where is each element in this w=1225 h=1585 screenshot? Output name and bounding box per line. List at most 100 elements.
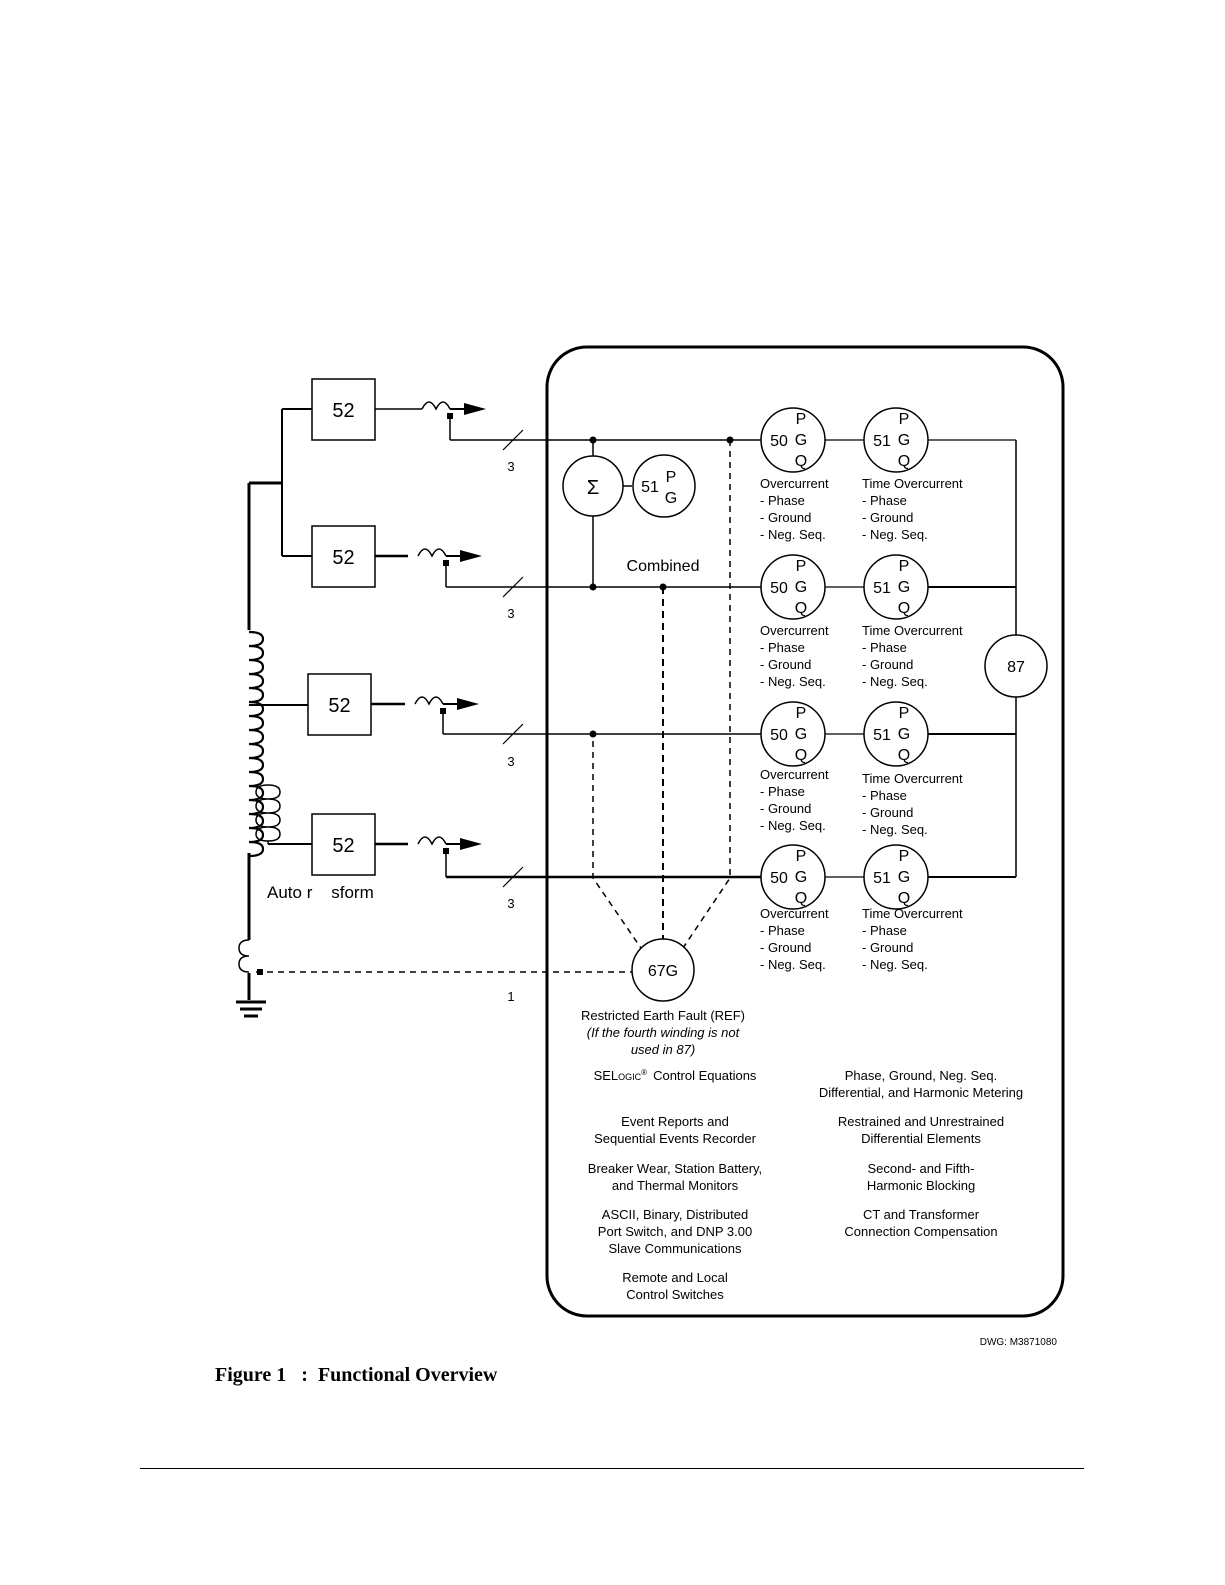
drawing-number: DWG: M3871080 xyxy=(980,1337,1058,1348)
relay-enclosure xyxy=(545,345,1065,1318)
time-overcurrent-label: - Ground xyxy=(862,510,913,525)
feature-text: Differential Elements xyxy=(861,1131,981,1146)
relay-50-circle xyxy=(760,554,826,620)
breaker-52-box xyxy=(311,525,376,588)
time-overcurrent-label: - Phase xyxy=(862,640,907,655)
overcurrent-label: Overcurrent xyxy=(760,767,829,782)
selogic-sel: SEL xyxy=(594,1068,619,1083)
breaker-52-label: 52 xyxy=(332,400,354,422)
junction-dot xyxy=(257,969,263,975)
overcurrent-label: Overcurrent xyxy=(760,476,829,491)
overcurrent-label: - Ground xyxy=(760,510,811,525)
relay-50-number: 50 xyxy=(770,580,788,597)
time-overcurrent-label: - Neg. Seq. xyxy=(862,527,928,542)
ct-icon xyxy=(417,836,447,846)
time-overcurrent-label: Time Overcurrent xyxy=(862,623,963,638)
feeder-arrow-icon xyxy=(464,403,486,415)
sum-element xyxy=(562,455,624,517)
relay-50-element: G xyxy=(795,726,807,743)
relay-51-element: P xyxy=(899,848,910,865)
relay-50-element: Q xyxy=(795,747,807,764)
relay-50-element: P xyxy=(796,848,807,865)
ref-caption-note-1: (If the fourth winding is not xyxy=(587,1025,741,1040)
transformer-label: Auto r sform xyxy=(267,883,374,902)
relay-51-element: G xyxy=(898,726,910,743)
relay-50-element: Q xyxy=(795,453,807,470)
overcurrent-label: Overcurrent xyxy=(760,906,829,921)
bus-slash xyxy=(502,429,524,451)
feature-text: Harmonic Blocking xyxy=(867,1178,975,1193)
relay-51-circle xyxy=(863,554,929,620)
time-overcurrent-label: - Neg. Seq. xyxy=(862,822,928,837)
ref-caption-note-2: used in 87) xyxy=(631,1042,695,1057)
wiring xyxy=(236,408,1017,1018)
relay-51-element: Q xyxy=(898,747,910,764)
feature-text: Slave Communications xyxy=(609,1241,742,1256)
overcurrent-label: - Ground xyxy=(760,940,811,955)
relay-51-element: Q xyxy=(898,453,910,470)
junction-dot xyxy=(589,436,597,444)
overcurrent-label: - Ground xyxy=(760,657,811,672)
relay-50-element: P xyxy=(796,411,807,428)
breaker-52-label: 52 xyxy=(328,695,350,717)
relay-50-number: 50 xyxy=(770,433,788,450)
differential-87-label: 87 xyxy=(1007,659,1025,676)
relay-50-circle xyxy=(760,701,826,767)
ct-winding-icon xyxy=(267,784,281,842)
feature-text: Remote and Local xyxy=(622,1270,728,1285)
ct-terminal xyxy=(443,560,449,566)
footer-rule xyxy=(140,1468,1084,1469)
time-overcurrent-label: - Ground xyxy=(862,657,913,672)
relay-50-number: 50 xyxy=(770,727,788,744)
time-overcurrent-label: Time Overcurrent xyxy=(862,771,963,786)
bus-slash xyxy=(502,866,524,888)
relay-50-element: P xyxy=(796,558,807,575)
bus-slash xyxy=(502,576,524,598)
overcurrent-label: - Neg. Seq. xyxy=(760,527,826,542)
overcurrent-label: - Phase xyxy=(760,923,805,938)
combined-51-phase: P xyxy=(666,469,677,486)
relay-51-number: 51 xyxy=(873,870,891,887)
ct-icon xyxy=(417,548,447,558)
relay-51-element: Q xyxy=(898,600,910,617)
ref-caption-title: Restricted Earth Fault (REF) xyxy=(581,1008,745,1023)
feature-text: CT and Transformer xyxy=(863,1207,980,1222)
neutral-ct-count: 1 xyxy=(507,989,514,1004)
ref-67g-relay xyxy=(631,938,695,1002)
combined-51-number: 51 xyxy=(641,479,659,496)
feature-text: ASCII, Binary, Distributed xyxy=(602,1207,748,1222)
ct-icon xyxy=(414,696,444,706)
ref-67g-label: 67G xyxy=(648,963,678,980)
feature-text: Connection Compensation xyxy=(844,1224,997,1239)
series-winding xyxy=(248,630,265,858)
autotransformer-coil xyxy=(238,630,281,973)
junction-dot xyxy=(589,583,597,591)
breaker-52-box xyxy=(311,813,376,876)
selogic-reg: ® xyxy=(641,1068,647,1077)
feature-text: Phase, Ground, Neg. Seq. xyxy=(845,1068,997,1083)
differential-87-relay xyxy=(984,634,1048,698)
relay-50-number: 50 xyxy=(770,870,788,887)
relay-50-element: Q xyxy=(795,600,807,617)
time-overcurrent-label: - Ground xyxy=(862,940,913,955)
overcurrent-label: - Neg. Seq. xyxy=(760,674,826,689)
relay-51-circle xyxy=(863,701,929,767)
overcurrent-label: Overcurrent xyxy=(760,623,829,638)
time-overcurrent-label: Time Overcurrent xyxy=(862,906,963,921)
relay-51-number: 51 xyxy=(873,580,891,597)
relay-51-element: P xyxy=(899,411,910,428)
neutral-ct-icon xyxy=(238,939,250,973)
feature-text: Differential, and Harmonic Metering xyxy=(819,1085,1023,1100)
bus-slash xyxy=(502,723,524,745)
feeder-arrow-icon xyxy=(460,550,482,562)
time-overcurrent-label: - Ground xyxy=(862,805,913,820)
time-overcurrent-label: - Phase xyxy=(862,923,907,938)
junction-dot xyxy=(659,583,667,591)
time-overcurrent-label: Time Overcurrent xyxy=(862,476,963,491)
relay-51-element: G xyxy=(898,869,910,886)
selogic-ogic: OGIC xyxy=(618,1072,642,1082)
overcurrent-label: - Phase xyxy=(760,640,805,655)
junction-dot xyxy=(726,436,734,444)
